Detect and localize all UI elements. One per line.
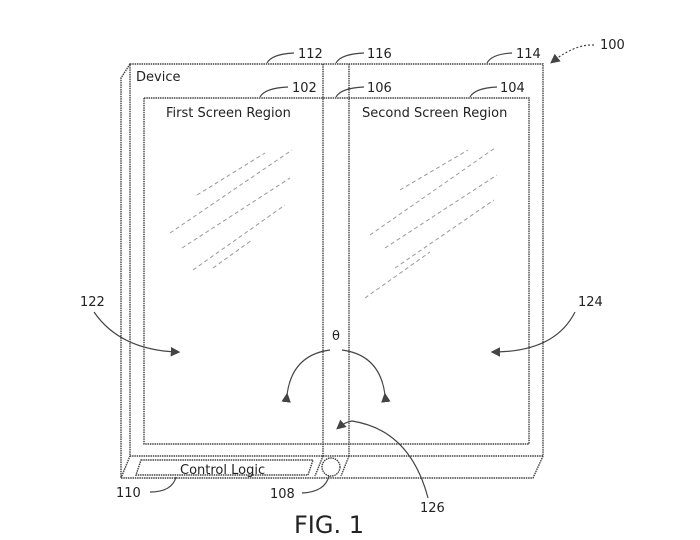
ref-102: 102	[292, 81, 317, 96]
hinge	[314, 64, 350, 477]
device-body	[120, 63, 544, 479]
ref-114: 114	[516, 47, 541, 62]
ref-126: 126	[420, 501, 445, 516]
ref-116: 116	[367, 47, 392, 62]
ref-122: 122	[80, 295, 105, 310]
ref-100: 100	[600, 38, 625, 53]
second-screen-label: Second Screen Region	[362, 106, 507, 121]
device-label: Device	[136, 70, 180, 85]
angle-label: θ	[332, 329, 340, 344]
screen-regions	[143, 97, 530, 445]
ref-104: 104	[500, 81, 525, 96]
ref-112: 112	[298, 47, 323, 62]
hinge-sensor	[321, 457, 341, 477]
ref-106: 106	[367, 81, 392, 96]
ref-110: 110	[116, 486, 141, 501]
control-logic-label: Control Logic	[180, 463, 265, 478]
ref-124: 124	[578, 295, 603, 310]
ref-108: 108	[270, 487, 295, 502]
reference-numerals: 112 116 114 102 106 104 100 110 108 126 …	[80, 38, 625, 516]
figure-caption: FIG. 1	[294, 511, 364, 539]
rotation-arrow-right	[341, 349, 391, 403]
first-screen-label: First Screen Region	[166, 106, 291, 121]
rotation-arrow-left	[281, 349, 331, 403]
glare-hatching	[169, 147, 498, 299]
